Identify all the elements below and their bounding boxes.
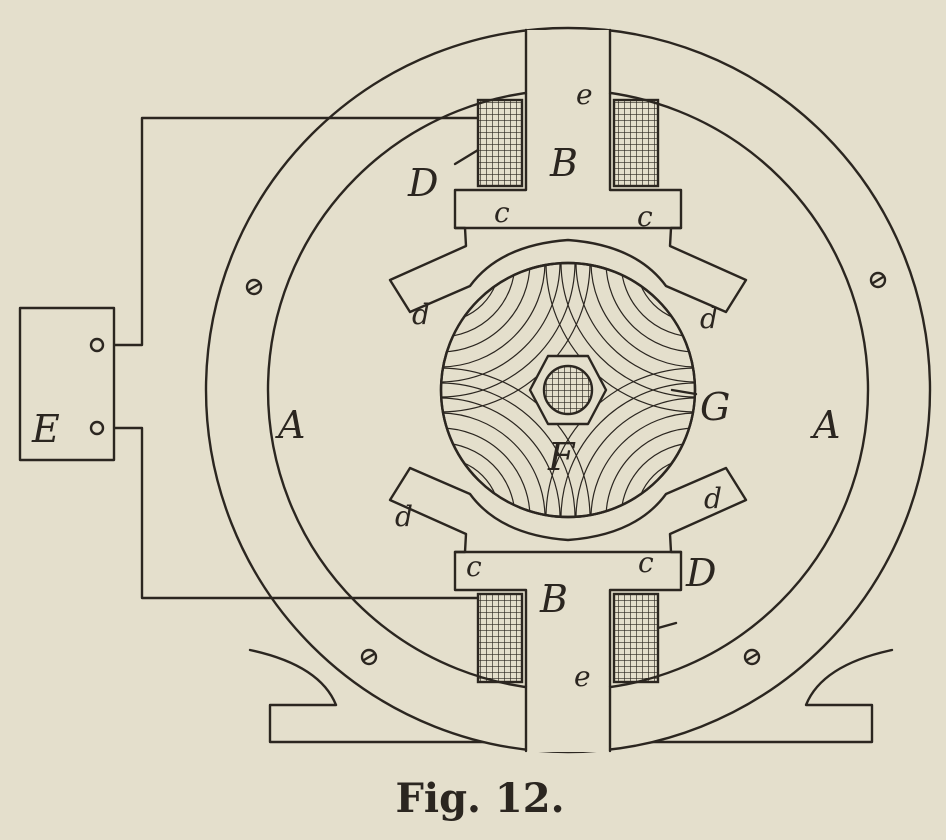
label-yoke-right: A xyxy=(810,403,840,447)
label-horn-top-left: d xyxy=(412,298,430,331)
label-gap-top: e xyxy=(576,78,593,111)
label-horn-bottom-right: d xyxy=(704,482,722,515)
label-shoe-top-right: c xyxy=(637,200,653,233)
bottom-pole xyxy=(388,466,748,688)
shaft xyxy=(528,354,608,426)
label-pole-top: B xyxy=(549,141,578,185)
label-coil-top: D xyxy=(407,161,438,205)
label-yoke-left: A xyxy=(275,403,305,447)
figure-caption: Fig. 12. xyxy=(395,775,564,822)
top-pole xyxy=(388,92,748,314)
label-horn-top-right: d xyxy=(700,302,718,335)
label-coil-bottom: D xyxy=(685,551,716,595)
label-shoe-bottom-left: c xyxy=(466,550,482,583)
label-shoe-bottom-right: c xyxy=(638,546,654,579)
yoke-screws xyxy=(245,48,887,666)
battery-box xyxy=(18,306,116,462)
label-armature: G xyxy=(700,385,730,429)
label-pole-bottom: B xyxy=(539,577,568,621)
label-horn-bottom-left: d xyxy=(395,500,413,533)
label-shaft: F xyxy=(547,435,576,479)
coil-top-left xyxy=(476,98,524,188)
label-gap-bottom: e xyxy=(574,660,591,693)
coil-top-right xyxy=(612,98,660,188)
label-battery: E xyxy=(31,407,60,451)
coil-bottom-right xyxy=(612,592,660,684)
wiring xyxy=(112,116,480,600)
label-shoe-top-left: c xyxy=(494,196,510,229)
coil-bottom-left xyxy=(476,592,524,684)
